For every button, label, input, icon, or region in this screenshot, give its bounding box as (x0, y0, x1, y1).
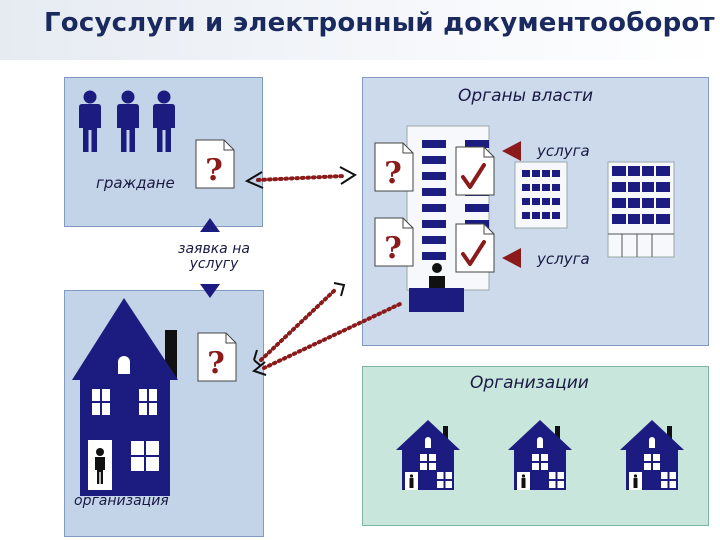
office-building-icon (514, 161, 568, 229)
question-document-icon: ? (195, 139, 235, 189)
exchange-arrow-bottom-inner (251, 302, 402, 376)
svg-text:?: ? (205, 153, 223, 188)
citizen-person-icon (117, 90, 139, 152)
organization-house-icon (508, 420, 572, 490)
question-document-icon: ? (374, 217, 414, 267)
citizen-person-icon (79, 90, 101, 152)
service-pointer-icon (502, 248, 521, 268)
organization-label: организация (74, 493, 169, 509)
citizen-person-icon (153, 90, 175, 152)
organization-house-icon (620, 420, 684, 490)
service-label-top: услуга (537, 142, 590, 160)
service-pointer-icon (502, 141, 521, 161)
approved-document-icon (455, 223, 495, 273)
organization-house-icon (72, 298, 178, 496)
exchange-arrow-top (244, 166, 357, 189)
svg-text:?: ? (384, 156, 402, 191)
citizens-label: граждане (96, 174, 175, 192)
authorities-label: Органы власти (458, 86, 594, 106)
request-down-triangle-icon (200, 284, 220, 298)
request-label: заявка на услугу (178, 241, 250, 272)
organizations-label: Организации (470, 373, 589, 393)
question-document-icon: ? (374, 142, 414, 192)
page-title: Госуслуги и электронный документооборот (44, 8, 715, 38)
request-up-triangle-icon (200, 218, 220, 232)
svg-text:?: ? (384, 231, 402, 266)
service-label-bottom: услуга (537, 250, 590, 268)
svg-text:?: ? (207, 346, 225, 381)
approved-document-icon (455, 146, 495, 196)
organization-house-icon (396, 420, 460, 490)
question-document-icon: ? (197, 332, 237, 382)
office-building-icon (607, 161, 675, 258)
title-bar: Госуслуги и электронный документооборот (0, 0, 720, 60)
